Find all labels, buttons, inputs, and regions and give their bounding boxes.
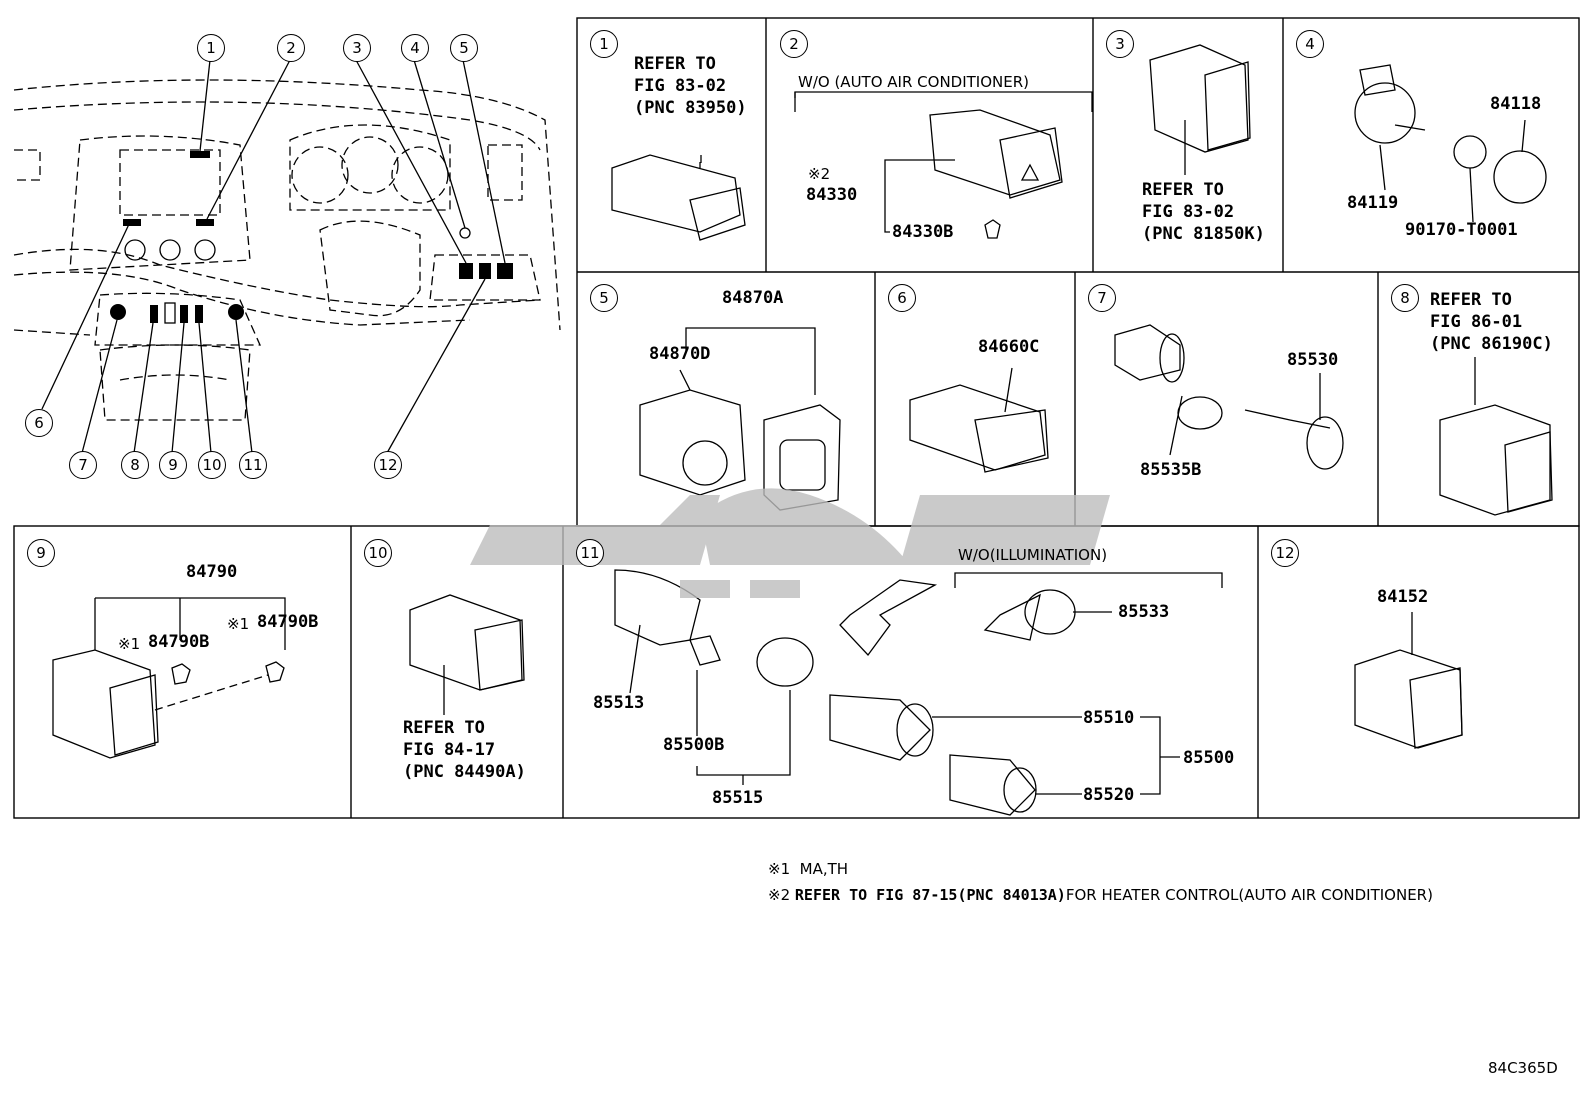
panel6-switch (909, 367, 1049, 473)
panel2-caption: W/O (AUTO AIR CONDITIONER) (798, 73, 1030, 91)
part-85530: 85530 (1287, 350, 1339, 370)
panel1-ref-line3: (PNC 83950) (634, 98, 747, 118)
panel11-parts (614, 569, 1223, 816)
part-84118: 84118 (1490, 94, 1542, 114)
footnote-2: ※2 REFER TO FIG 87-15(PNC 84013A)FOR HEA… (768, 886, 1433, 904)
panel10-ref-line1: REFER TO (403, 718, 485, 738)
panel-3-number: 3 (1106, 30, 1134, 58)
panel8-ref-line3: (PNC 86190C) (1430, 334, 1553, 354)
footnote-1-mark: ※1 (768, 860, 791, 878)
dash-callout-4: 4 (401, 34, 429, 62)
panel-9-number: 9 (27, 539, 55, 567)
part-84119: 84119 (1347, 193, 1399, 213)
panel-6-number: 6 (888, 284, 916, 312)
dash-callout-12: 12 (374, 451, 402, 479)
part-84790B-a: 84790B (148, 632, 210, 652)
dash-callout-2: 2 (277, 34, 305, 62)
panel2-note-mark: ※2 (808, 165, 831, 183)
panel10-ref-line2: FIG 84-17 (403, 740, 496, 760)
part-84330: 84330 (806, 185, 858, 205)
panel10-switch (409, 594, 525, 715)
part-90170-T0001: 90170-T0001 (1405, 220, 1518, 240)
dash-callout-11: 11 (239, 451, 267, 479)
panel1-ref-line1: REFER TO (634, 54, 716, 74)
part-84870D: 84870D (649, 344, 711, 364)
panel10-ref-line3: (PNC 84490A) (403, 762, 526, 782)
panel9-mark-1: ※1 (118, 635, 141, 653)
dash-callout-9: 9 (159, 451, 187, 479)
panel2-parts (794, 91, 1093, 239)
footnote-2-ref: REFER TO FIG 87-15(PNC 84013A) (794, 886, 1066, 904)
panel1-ref-line2: FIG 83-02 (634, 76, 727, 96)
panel1-switch (611, 154, 746, 241)
panel3-switch (1149, 44, 1251, 175)
dash-callout-7: 7 (69, 451, 97, 479)
part-85510: 85510 (1083, 708, 1135, 728)
panel12-switch (1354, 612, 1463, 749)
part-84790B-b: 84790B (257, 612, 319, 632)
panel8-ref-line2: FIG 86-01 (1430, 312, 1523, 332)
panel8-ref-line1: REFER TO (1430, 290, 1512, 310)
footnote-1-text: MA,TH (799, 860, 849, 878)
part-85535B: 85535B (1140, 460, 1202, 480)
panel9-mark-2: ※1 (227, 615, 250, 633)
dash-callout-3: 3 (343, 34, 371, 62)
part-85520: 85520 (1083, 785, 1135, 805)
dash-callout-8: 8 (121, 451, 149, 479)
panel-12-number: 12 (1271, 539, 1299, 567)
panel-11-number: 11 (576, 539, 604, 567)
panel-1-number: 1 (590, 30, 618, 58)
part-85500: 85500 (1183, 748, 1235, 768)
dash-callout-6: 6 (25, 409, 53, 437)
panel-2-number: 2 (780, 30, 808, 58)
footnote-2-mark: ※2 (768, 886, 791, 904)
panel4-parts (1354, 64, 1547, 223)
panel-7-number: 7 (1088, 284, 1116, 312)
dash-callout-10: 10 (198, 451, 226, 479)
watermark-logo (470, 488, 1110, 598)
part-85513: 85513 (593, 693, 645, 713)
panel3-ref-line3: (PNC 81850K) (1142, 224, 1265, 244)
panel7-parts (1114, 324, 1344, 470)
part-84152: 84152 (1377, 587, 1429, 607)
panel-4-number: 4 (1296, 30, 1324, 58)
part-84330B: 84330B (892, 222, 954, 242)
part-84660C: 84660C (978, 337, 1040, 357)
panel9-parts (52, 597, 286, 759)
part-85515: 85515 (712, 788, 764, 808)
dash-callout-1: 1 (197, 34, 225, 62)
panel-10-number: 10 (364, 539, 392, 567)
panel-5-number: 5 (590, 284, 618, 312)
part-84790: 84790 (186, 562, 238, 582)
panel8-switch (1439, 357, 1553, 516)
panel11-caption: W/O(ILLUMINATION) (958, 546, 1108, 564)
dashboard-minor (124, 227, 471, 324)
dash-leaders (41, 59, 506, 454)
footnote-1: ※1 MA,TH (768, 860, 848, 878)
part-84870A: 84870A (722, 288, 784, 308)
part-85500B: 85500B (663, 735, 725, 755)
footnote-2-text: FOR HEATER CONTROL(AUTO AIR CONDITIONER) (1065, 886, 1433, 904)
part-85533: 85533 (1118, 602, 1170, 622)
figure-id: 84C365D (1488, 1059, 1558, 1077)
dashboard-solids (110, 151, 513, 323)
panel3-ref-line1: REFER TO (1142, 180, 1224, 200)
panel-8-number: 8 (1391, 284, 1419, 312)
panel3-ref-line2: FIG 83-02 (1142, 202, 1235, 222)
dash-callout-5: 5 (450, 34, 478, 62)
